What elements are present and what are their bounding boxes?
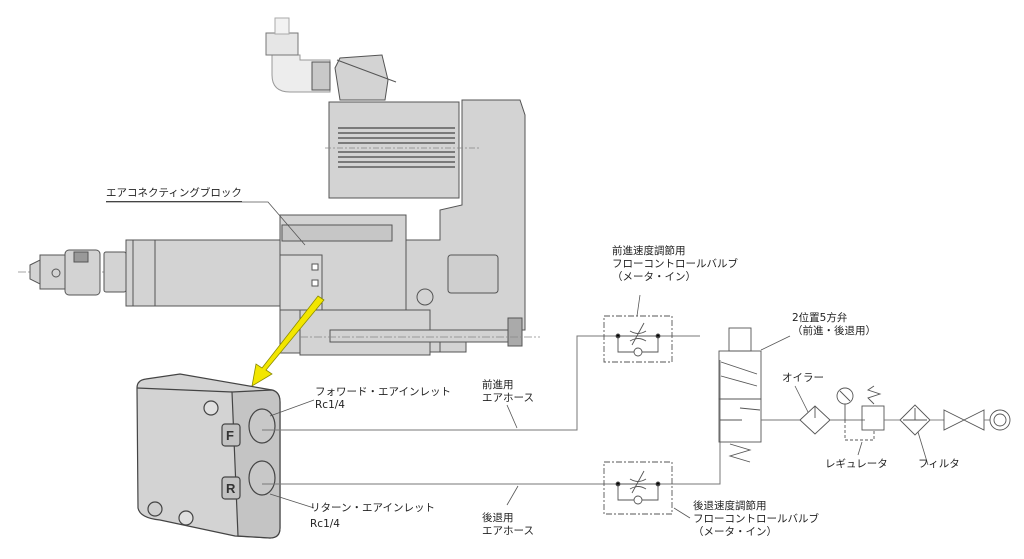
leader-forward-valve [636, 294, 641, 317]
leader-filter [917, 431, 929, 466]
solenoid-valve-5-2 [718, 327, 800, 463]
label-return-inlet-size: Rc1/4 [310, 518, 340, 530]
label-return-inlet: リターン・エアインレット Rc1/4 [310, 502, 435, 531]
forward-port-marker [221, 423, 241, 447]
label-return-inlet-name: リターン・エアインレット [310, 502, 435, 514]
motor-body [328, 101, 460, 199]
return-port-marker [221, 476, 241, 500]
highlight-arrow [251, 295, 325, 387]
motor [265, 17, 480, 199]
shutoff-valve [943, 409, 966, 431]
air-source [989, 409, 1011, 431]
return-port-mark: R [226, 481, 236, 496]
return-port [248, 460, 276, 496]
leader-regulator [857, 441, 863, 456]
label-forward-inlet-name: フォワード・エアインレット [315, 386, 451, 398]
label-solenoid-valve-line1: 2位置5方弁 [792, 312, 848, 324]
forward-port-mark: F [226, 428, 234, 443]
chuck-knurl [73, 251, 89, 263]
label-forward-valve-line2: フローコントロールバルブ [612, 258, 738, 270]
leader-forward-inlet [269, 399, 315, 417]
forward-port [248, 408, 276, 444]
label-regulator: レギュレータ [825, 458, 888, 470]
leader-forward-hose [506, 404, 518, 429]
label-forward-hose-line2: エアホース [482, 392, 534, 404]
tool-assembly [18, 99, 540, 356]
label-solenoid-valve: 2位置5方弁 （前進・後退用） [792, 312, 876, 338]
label-return-hose: 後退用 エアホース [482, 512, 534, 538]
frl-unit [799, 385, 1011, 441]
air-connecting-block-enlarged [136, 373, 281, 539]
terminal-box [334, 54, 389, 101]
label-oiler: オイラー [782, 372, 824, 384]
knurled-knob [507, 317, 523, 347]
barrel [125, 239, 281, 307]
label-return-valve-line2: フローコントロールバルブ [693, 513, 819, 525]
cable-plug [265, 32, 299, 56]
flow-control-valve-forward [603, 315, 673, 363]
label-filter: フィルタ [918, 458, 960, 470]
leader-solenoid-valve [760, 335, 791, 351]
label-forward-inlet: フォワード・エアインレット Rc1/4 [315, 386, 451, 412]
mount-screw-top [203, 400, 219, 416]
leader-return-valve [673, 507, 691, 519]
flow-control-valve-return [603, 461, 673, 515]
chuck-tip [29, 259, 41, 285]
mount-screw-bottom [178, 510, 194, 526]
label-air-connecting-block: エアコネクティングブロック [106, 187, 242, 202]
label-solenoid-valve-line2: （前進・後退用） [792, 325, 876, 337]
label-forward-valve-line1: 前進速度調節用 [612, 245, 686, 257]
label-return-hose-line2: エアホース [482, 525, 534, 537]
leader-oiler [794, 385, 809, 413]
label-return-valve-line3: （メータ・イン） [693, 526, 777, 538]
label-forward-hose: 前進用 エアホース [482, 379, 534, 405]
label-forward-valve-line3: （メータ・イン） [612, 271, 696, 283]
label-return-hose-line1: 後退用 [482, 512, 514, 524]
label-return-valve: 後退速度調節用 フローコントロールバルブ （メータ・イン） [693, 500, 819, 539]
label-forward-valve: 前進速度調節用 フローコントロールバルブ （メータ・イン） [612, 245, 738, 284]
label-return-valve-line1: 後退速度調節用 [693, 500, 767, 512]
regulator-symbol [861, 405, 885, 431]
label-forward-inlet-size: Rc1/4 [315, 399, 345, 411]
leader-air-connecting-block [106, 201, 306, 246]
leader-return-hose [506, 485, 519, 506]
leader-return-inlet [269, 493, 315, 509]
return-hose [262, 360, 721, 485]
label-forward-hose-line1: 前進用 [482, 379, 514, 391]
